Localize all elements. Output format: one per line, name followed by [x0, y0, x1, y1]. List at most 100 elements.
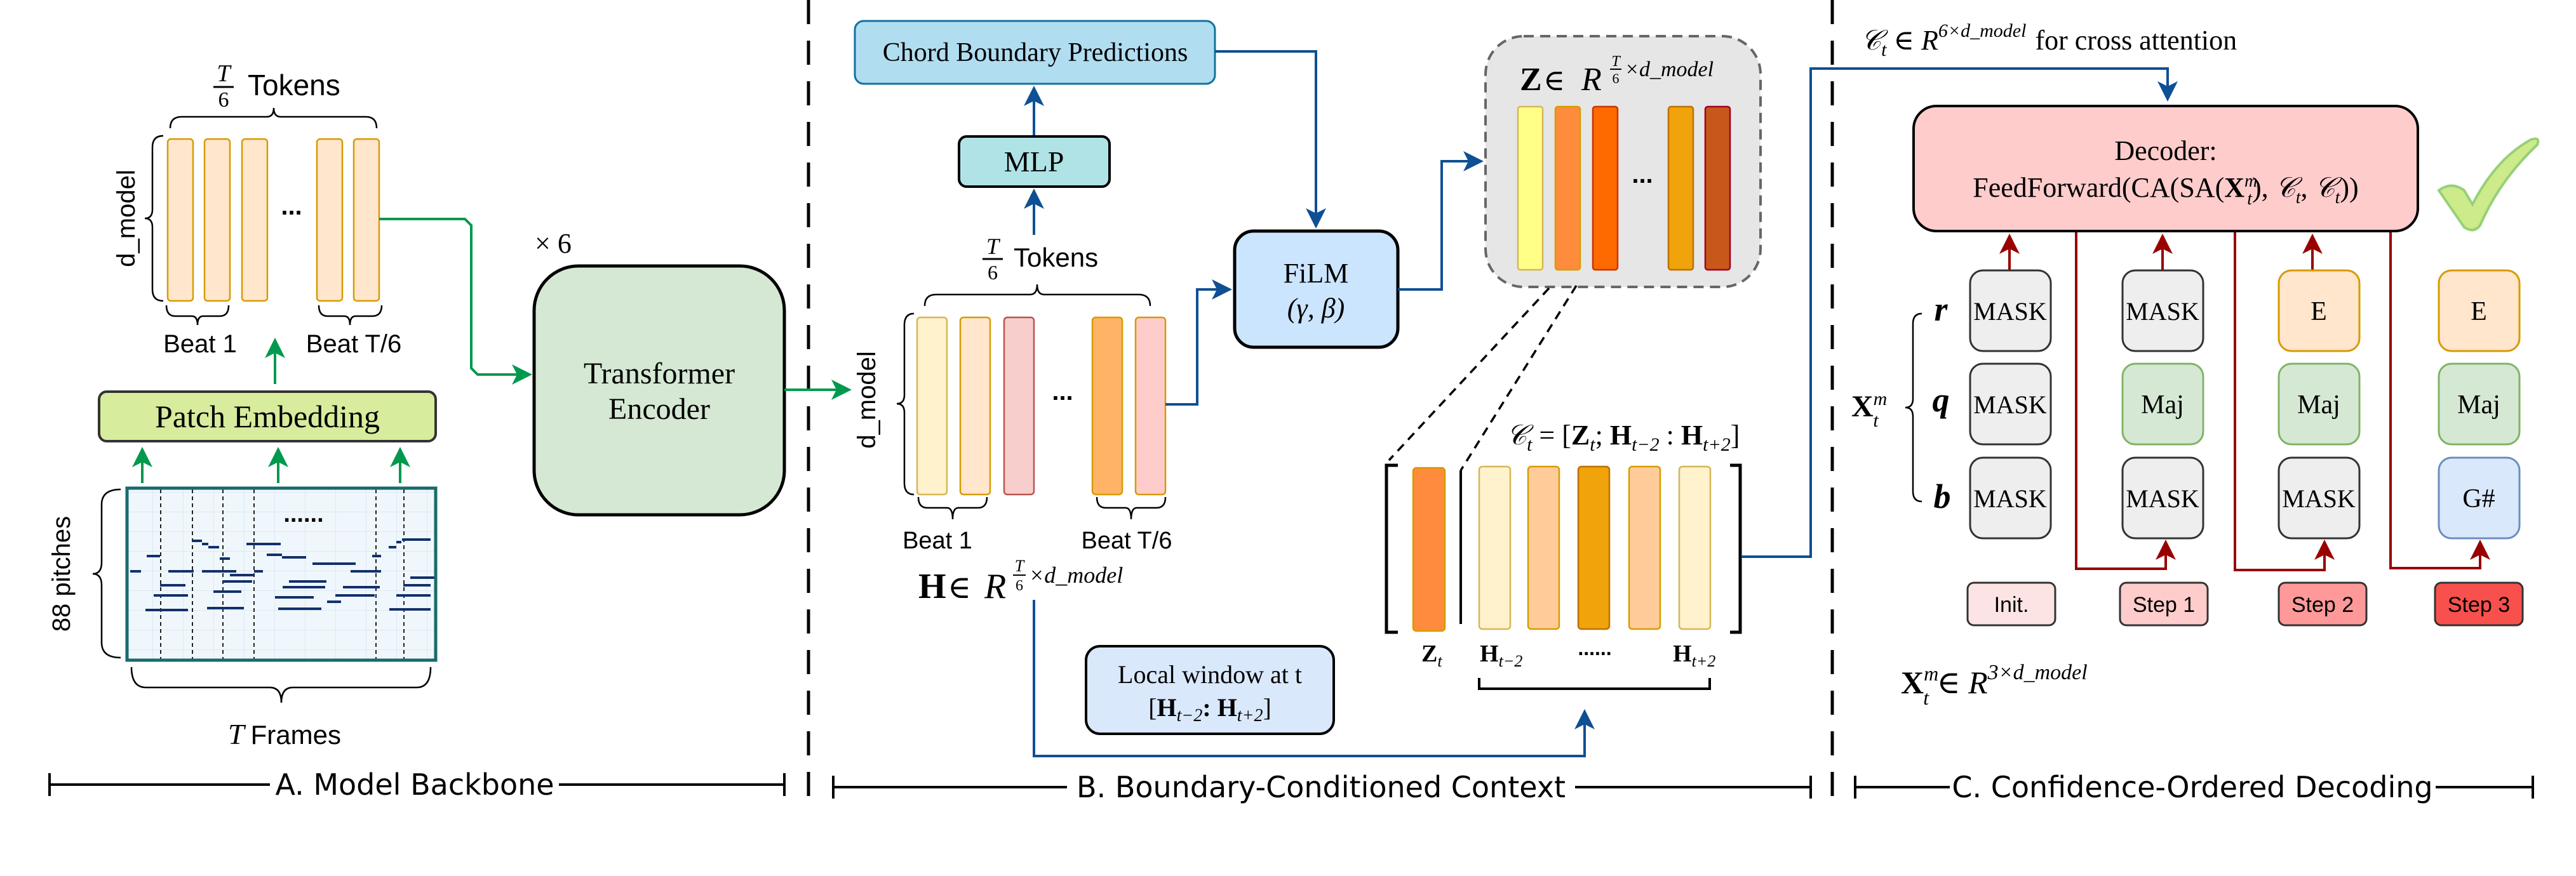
svg-text:T: T — [1015, 557, 1025, 575]
beat-1-brace — [165, 305, 230, 326]
local-window-line1: Local window at t — [1118, 660, 1302, 689]
step-badge — [2434, 581, 2524, 627]
feedback-arrow — [2389, 232, 2490, 569]
step-badge — [1966, 581, 2056, 627]
tokens-brace — [923, 284, 1151, 307]
token-cell — [1969, 456, 2052, 540]
beat-last-label: Beat T/6 — [306, 330, 401, 358]
flow-arrow — [1165, 279, 1232, 406]
token-cell — [1969, 362, 2052, 446]
beat-last-label: Beat T/6 — [1082, 528, 1172, 554]
tokens-brace — [169, 107, 378, 129]
token-cell — [2277, 456, 2361, 540]
svg-text:∈: ∈ — [948, 569, 971, 605]
token-cell — [2121, 456, 2204, 540]
h-formula: H ∈ R T 6 ×d_model — [918, 557, 1123, 606]
token-bar — [316, 138, 344, 302]
beat-1-label: Beat 1 — [902, 528, 972, 554]
z-formula: Z ∈ R T 6 ×d_model — [1520, 53, 1714, 98]
patch-embedding-label: Patch Embedding — [155, 399, 380, 434]
window-h-bar — [1628, 465, 1661, 630]
window-h-bar — [1478, 465, 1512, 630]
zt-bar — [1412, 467, 1446, 632]
token-cell-value: G# — [2462, 484, 2495, 514]
local-window-block — [1085, 645, 1335, 735]
svg-text:6: 6 — [1016, 578, 1023, 594]
mlp-label: MLP — [1004, 145, 1064, 178]
step-label: Step 2 — [2291, 593, 2354, 617]
svg-text:×d_model: ×d_model — [1625, 58, 1714, 81]
token-bar — [241, 138, 269, 302]
token-cell-value: Maj — [2297, 390, 2340, 420]
pitches-label: 88 pitches — [48, 516, 76, 632]
decoder-label: Decoder: — [2114, 135, 2217, 166]
window-bracket — [1478, 678, 1711, 690]
flow-arrow — [1215, 50, 1326, 229]
checkmark-icon — [2437, 137, 2540, 232]
tokens-fraction-numerator: T — [986, 234, 1001, 259]
encoder-label-line2: Encoder — [608, 392, 710, 426]
beat-1-brace — [917, 496, 988, 520]
flow-arrow — [1398, 151, 1484, 291]
token-bar — [203, 138, 231, 302]
section-model-backbone: T 6 Tokens d_model ... Beat 1 Beat T/6 P… — [48, 60, 852, 802]
chord-boundary-label: Chord Boundary Predictions — [883, 38, 1188, 67]
step-badge — [2119, 581, 2209, 627]
flow-arrow — [1741, 67, 2178, 558]
tokens-ellipsis: ... — [281, 192, 302, 220]
pitches-brace — [92, 488, 121, 659]
window-h-bar — [1577, 465, 1611, 630]
row-label-bass: b — [1934, 477, 1951, 515]
section-a-footer: A. Model Backbone — [48, 767, 786, 802]
section-a-title: A. Model Backbone — [275, 767, 554, 802]
patch-embedding-block — [98, 390, 437, 442]
beat-last-brace — [1096, 496, 1167, 520]
svg-text:R: R — [1581, 62, 1602, 98]
token-cell — [2121, 269, 2204, 352]
token-bar — [1091, 316, 1124, 496]
h-ellipsis: ...... — [1578, 637, 1611, 660]
section-c-footer: C. Confidence-Ordered Decoding — [1854, 770, 2534, 804]
token-cell — [2121, 362, 2204, 446]
section-boundary-context: Chord Boundary Predictions MLP T 6 Token… — [832, 20, 2178, 804]
z-token-bar — [1592, 105, 1619, 271]
step-badge — [2277, 581, 2368, 627]
token-cell — [2438, 362, 2521, 446]
step-label: Step 3 — [2448, 593, 2510, 617]
ct-formula: 𝒞t = [Zt; Ht−2 : Ht+2] — [1506, 420, 1740, 455]
window-h-bar — [1678, 465, 1712, 630]
token-bar — [1134, 316, 1167, 496]
svg-text:∈: ∈ — [1543, 64, 1565, 96]
window-h-bar — [1527, 465, 1560, 630]
d-model-label: d_model — [112, 169, 140, 267]
film-label: FiLM — [1284, 258, 1349, 289]
svg-text:R: R — [984, 567, 1006, 606]
feedback-arrow — [2075, 232, 2176, 570]
row-label-root: r — [1934, 290, 1948, 328]
piano-roll-ellipsis: ...... — [283, 501, 323, 528]
piano-roll: ...... — [125, 486, 438, 662]
token-bar — [959, 316, 991, 496]
token-cell-value: E — [2311, 297, 2327, 326]
flow-arrow — [1033, 600, 1595, 757]
token-bar — [166, 138, 194, 302]
frames-brace — [130, 667, 432, 703]
z-token-bar — [1554, 105, 1581, 271]
z-ellipsis: ... — [1632, 161, 1653, 189]
token-cell-value: E — [2471, 297, 2487, 326]
beat-1-label: Beat 1 — [163, 330, 237, 358]
token-cell-value: MASK — [2126, 297, 2199, 326]
local-window-line2: [Ht−2: Ht+2] — [1148, 693, 1271, 726]
film-block — [1233, 229, 1400, 349]
decoder-block — [1912, 105, 2419, 232]
film-params: (γ, β) — [1287, 293, 1345, 324]
zoom-dashed-line — [1459, 285, 1578, 471]
tokens-fraction-denominator: 6 — [988, 261, 998, 284]
token-cell-value: Maj — [2457, 390, 2500, 420]
